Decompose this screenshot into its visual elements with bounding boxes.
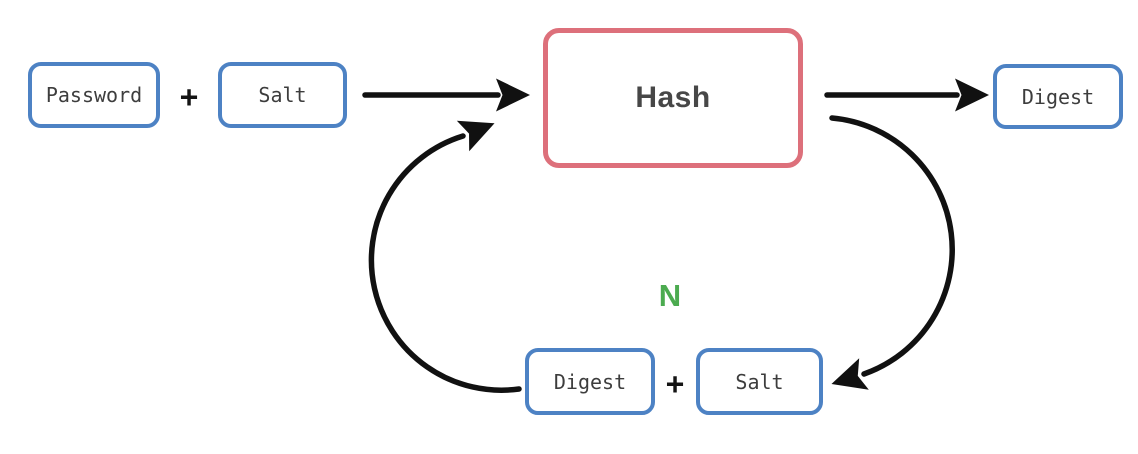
salt-loop-node: Salt	[696, 348, 823, 415]
digest-output-label: Digest	[1021, 84, 1095, 109]
hash-label: Hash	[635, 81, 711, 114]
salt-input-label: Salt	[258, 83, 307, 107]
plus-operator-loop: +	[665, 366, 685, 402]
arrowhead-hash-to-digest-icon	[955, 78, 989, 112]
hash-node: Hash	[543, 28, 803, 168]
salt-input-node: Salt	[218, 62, 347, 128]
digest-output-node: Digest	[993, 64, 1123, 129]
loop-iterations-label: N	[658, 278, 682, 313]
arrow-loop-down-to-salt	[829, 115, 955, 377]
arrowhead-loop-up-icon	[456, 120, 495, 152]
password-label: Password	[45, 83, 143, 107]
digest-loop-node: Digest	[525, 348, 655, 415]
password-node: Password	[28, 62, 160, 128]
arrowhead-salt-to-hash-icon	[496, 78, 530, 112]
digest-loop-label: Digest	[553, 369, 627, 394]
arrow-loop-up-to-hash	[368, 133, 522, 393]
arrowhead-loop-down-icon	[831, 358, 869, 390]
salt-loop-label: Salt	[735, 369, 784, 394]
plus-operator-top: +	[179, 79, 199, 115]
